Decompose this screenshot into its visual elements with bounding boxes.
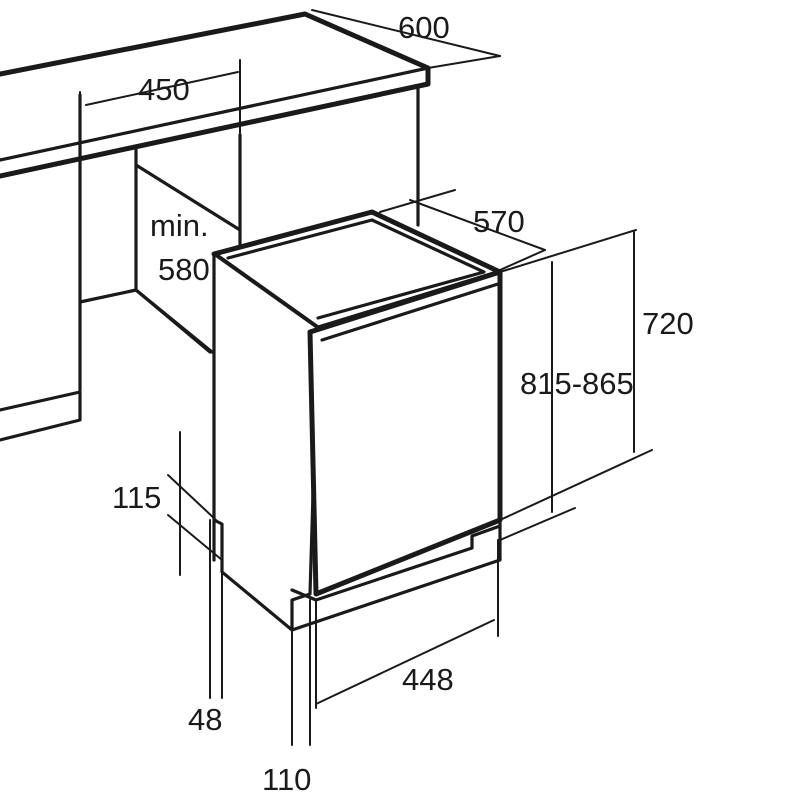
dim-ext-720-top [499, 229, 637, 273]
countertop [0, 11, 431, 179]
dim-ext-720-bottom [499, 449, 653, 521]
dim-line-570 [409, 199, 546, 251]
dishwasher-appliance [211, 209, 503, 632]
dimension-labels: 600 450 min. 580 570 720 815-865 115 48 … [112, 10, 694, 797]
left-cabinet-front-edge [0, 390, 82, 442]
label-580: 580 [158, 252, 210, 287]
label-115: 115 [112, 480, 161, 515]
dimension-lines [79, 9, 653, 746]
dim-ext-115-a [167, 474, 217, 521]
countertop-underside [0, 84, 420, 178]
appliance-base-front [290, 518, 502, 632]
label-48: 48 [188, 702, 222, 737]
countertop-front-edge [0, 66, 430, 162]
niche-floor-line [134, 288, 214, 354]
dim-ext-570-b [499, 249, 546, 271]
label-570: 570 [473, 204, 525, 239]
dim-line-448 [315, 619, 495, 705]
dim-line-600 [311, 9, 501, 57]
dim-line-600-tick [427, 55, 501, 69]
label-815-865: 815-865 [520, 366, 634, 401]
dim-ext-570-a [379, 189, 456, 213]
label-450: 450 [138, 72, 190, 107]
left-cabinet-lower [78, 288, 138, 304]
dim-ext-115-b [167, 514, 223, 561]
dim-ext-815-bottom [499, 507, 576, 541]
niche-top-inner [134, 163, 242, 232]
label-600: 600 [398, 10, 450, 45]
label-min: min. [150, 208, 209, 243]
label-720: 720 [642, 306, 694, 341]
dim-line-450 [85, 71, 239, 106]
label-110: 110 [262, 762, 311, 797]
appliance-top-inner [226, 218, 486, 320]
appliance-door-inner [320, 282, 500, 342]
appliance-plinth [290, 524, 502, 602]
label-448: 448 [402, 662, 454, 697]
